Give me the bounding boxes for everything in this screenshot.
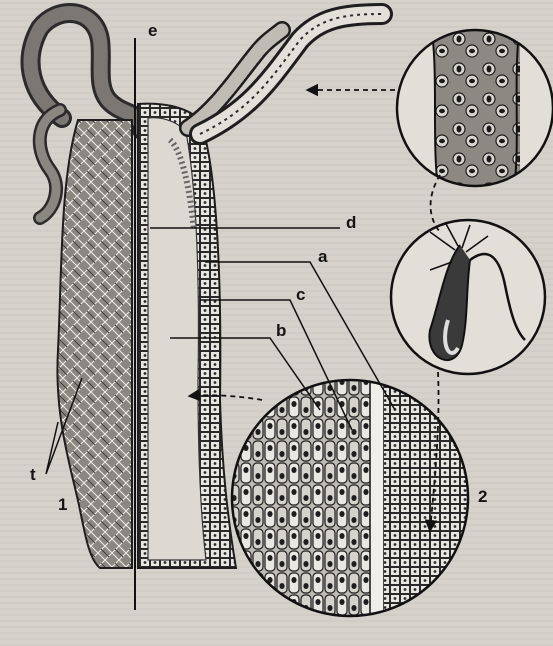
label-figure-2: 2 <box>478 487 487 506</box>
label-e: e <box>148 21 157 40</box>
label-figure-1: 1 <box>58 495 67 514</box>
label-c: c <box>296 285 305 304</box>
detail-circle-middle <box>391 220 545 374</box>
label-t: t <box>30 465 36 484</box>
label-d: d <box>346 213 356 232</box>
label-b: b <box>276 321 286 340</box>
label-a: a <box>318 247 328 266</box>
